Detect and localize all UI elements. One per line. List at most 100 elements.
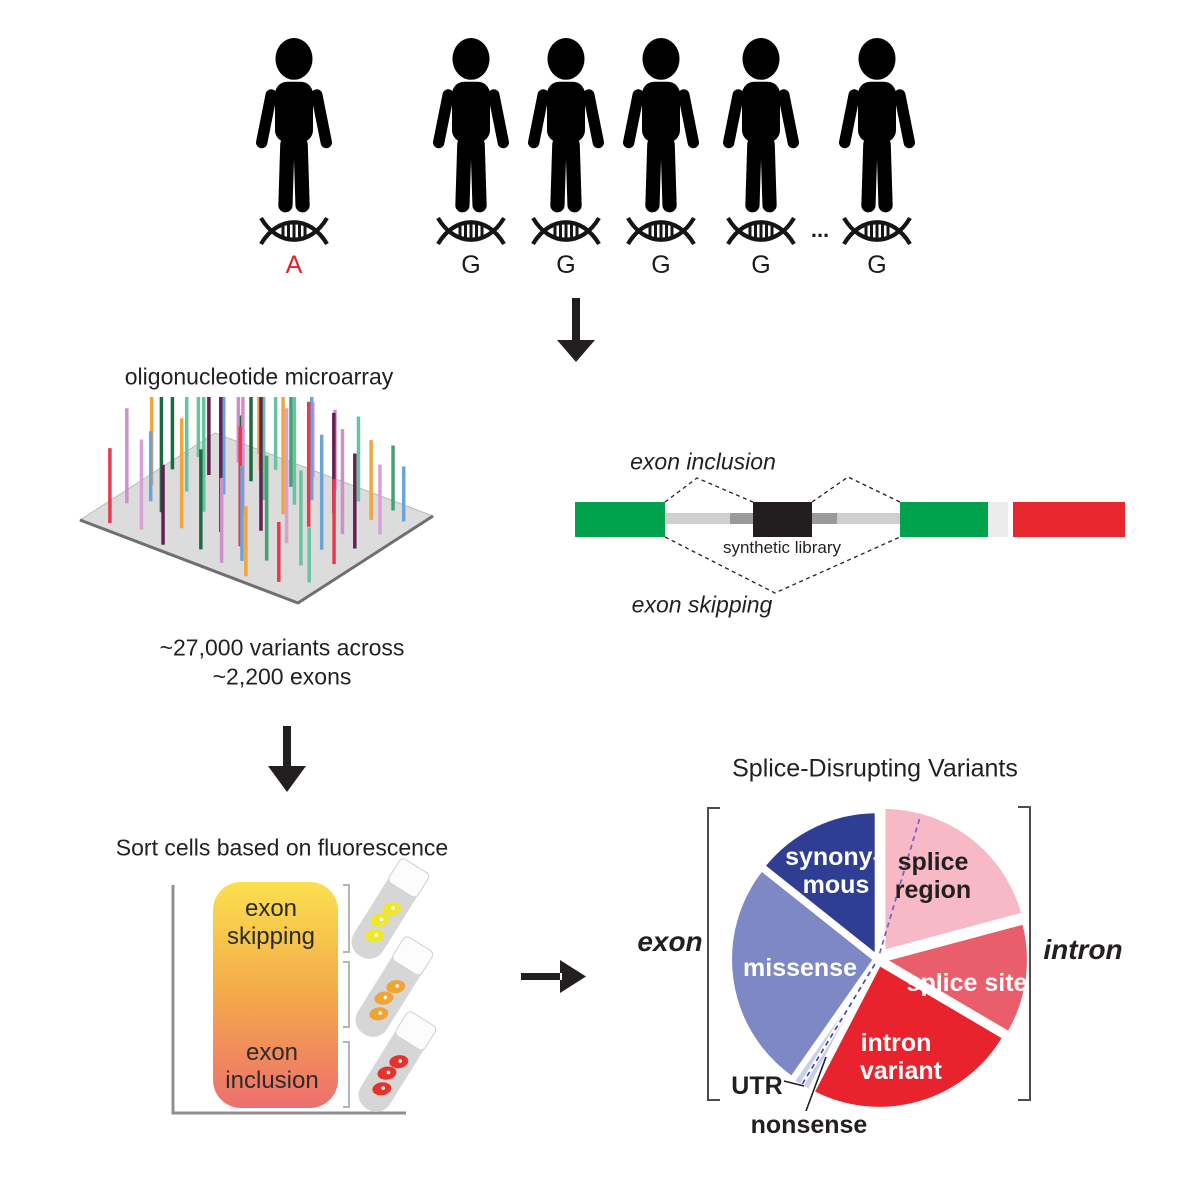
segment-exon-red	[1013, 502, 1125, 537]
dna-strand	[626, 220, 696, 246]
label-pointer-line	[783, 1080, 805, 1087]
sort-gate-top-label: exon skipping	[226, 895, 316, 950]
person-leg	[660, 137, 677, 213]
label-pointer-line	[805, 1056, 827, 1112]
person-leg	[278, 137, 295, 213]
cell-blob	[365, 929, 385, 943]
microarray-caption: ~27,000 variants across ~2,200 exons	[159, 634, 405, 690]
person-icon	[723, 38, 800, 213]
dna-strand	[842, 216, 912, 242]
exon-skipping-label: exon skipping	[631, 591, 773, 618]
cell-blob	[386, 980, 406, 994]
segment-flank-left	[730, 513, 753, 524]
cell-dot	[379, 917, 384, 922]
person-icon	[433, 38, 510, 213]
cell-dot	[374, 933, 379, 937]
variant-letter: G	[867, 251, 886, 279]
exon-bracket	[707, 807, 720, 1101]
variant-letter: G	[461, 251, 480, 279]
pie-slice-label: nonsense	[751, 1111, 868, 1139]
person-leg	[565, 137, 582, 213]
splice-paths	[664, 476, 901, 594]
pie-slice-label: mous	[803, 871, 870, 899]
person-leg	[455, 137, 472, 213]
cell-blob	[374, 991, 394, 1005]
pie-slice-splice-site	[881, 920, 1031, 1036]
pie-brackets	[707, 806, 1031, 1101]
pie-slice-label: splice	[898, 848, 969, 876]
plate-front-edge	[79, 514, 434, 605]
person-torso	[742, 81, 780, 143]
person-arm	[488, 89, 510, 149]
synthetic-library-label: synthetic library	[722, 538, 842, 558]
exon-intron-boundary-dash	[799, 963, 876, 1088]
gate-bracket-bottom	[343, 1041, 350, 1108]
pie-slice-label: region	[895, 876, 971, 904]
cell-blob	[389, 1055, 409, 1069]
tube-cap	[392, 936, 434, 976]
dna-helix-icon	[436, 216, 506, 246]
cell-blob	[369, 1007, 389, 1021]
person-leg	[293, 137, 310, 213]
person-head	[547, 38, 585, 80]
person-leg	[861, 137, 878, 213]
pie-slice-synonymous	[761, 809, 879, 959]
cell-blob	[370, 913, 390, 927]
person-head	[275, 38, 313, 80]
ellipsis: ...	[810, 217, 830, 243]
person-torso	[858, 81, 896, 143]
person-icon	[256, 38, 333, 213]
person-arm	[839, 89, 860, 149]
arrow-down-top-icon	[557, 298, 595, 362]
person-arm	[528, 89, 549, 149]
pie-slice-intron-variant	[810, 961, 1007, 1111]
cell-blob	[382, 902, 402, 916]
arrow-down-left-icon	[268, 726, 306, 792]
sort-title: Sort cells based on fluorescence	[115, 834, 449, 861]
dna-strand	[259, 216, 329, 242]
dna-helix-icon	[259, 216, 329, 246]
pie-slice-label: splice site	[907, 969, 1028, 997]
microarray-plate	[78, 432, 435, 605]
person-leg	[745, 137, 762, 213]
cell-dot	[383, 995, 388, 1000]
person-head	[858, 38, 896, 80]
dna-strand	[436, 216, 506, 242]
cell-dot	[386, 1070, 391, 1075]
person-icon	[839, 38, 916, 213]
person-arm	[778, 89, 800, 149]
pie-group-label: exon	[637, 926, 702, 957]
pie-slice-splice-region	[881, 804, 1026, 954]
flow-arrows	[268, 298, 595, 993]
pie-group-label: intron	[1043, 934, 1122, 965]
sort-gate-bottom-label: exon inclusion	[225, 1039, 319, 1094]
variant-letter: A	[286, 251, 303, 279]
cell-dot	[391, 906, 396, 910]
exon-intron-boundary-dash	[878, 814, 922, 954]
intron-bracket	[1018, 806, 1031, 1101]
dna-strand	[842, 220, 912, 246]
variant-letter: G	[556, 251, 575, 279]
microarray-probes	[108, 397, 406, 583]
inclusion-path-left	[664, 477, 754, 503]
test-tube	[351, 858, 430, 959]
dna-strand	[259, 220, 329, 246]
microarray-title: oligonucleotide microarray	[124, 363, 394, 390]
sort-panel	[171, 882, 406, 1115]
person-arm	[311, 89, 333, 149]
cell-dot	[395, 984, 400, 988]
arrow-right-icon	[521, 960, 586, 993]
person-torso	[452, 81, 490, 143]
variant-letter: G	[751, 251, 770, 279]
inclusion-path-right	[811, 476, 901, 503]
person-torso	[642, 81, 680, 143]
pie-slice-label: missense	[743, 954, 857, 982]
cell-blob	[372, 1082, 392, 1096]
person-leg	[645, 137, 662, 213]
variant-letter: G	[651, 251, 670, 279]
dna-helix-icon	[726, 216, 796, 246]
person-torso	[547, 81, 585, 143]
segment-exon-left	[575, 502, 665, 537]
